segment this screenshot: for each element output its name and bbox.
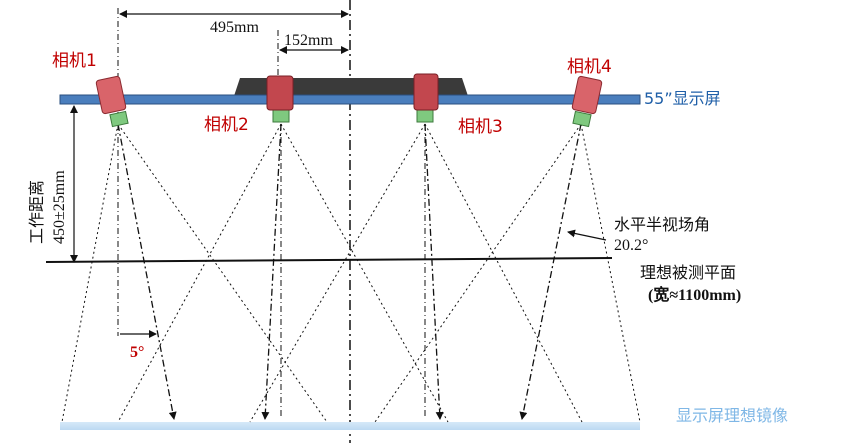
working-distance-value: 450±25mm (51, 170, 68, 244)
camera-3 (413, 73, 439, 123)
display-label: 55”显示屏 (644, 89, 721, 108)
dimension-495-label: 495mm (210, 19, 259, 36)
optical-axes (117, 123, 582, 420)
display-bar (59, 94, 641, 105)
dimension-152: 152mm (277, 30, 349, 80)
camera-4-label: 相机4 (567, 57, 612, 77)
camera-vertical-axes (117, 124, 426, 418)
fov-title-label: 水平半视场角 (614, 215, 710, 234)
plane-width-label: (宽≈1100mm) (648, 285, 741, 304)
mirror-surface (60, 422, 640, 430)
dimension-152-label: 152mm (284, 32, 333, 49)
fov-angle-indicator (567, 229, 607, 241)
camera-1-label: 相机1 (52, 51, 97, 71)
camera-3-label: 相机3 (458, 117, 503, 137)
ideal-plane-line (45, 257, 613, 263)
camera-2-label: 相机2 (204, 115, 249, 135)
camera-2 (266, 75, 294, 123)
fov-lines (61, 123, 641, 423)
angle-5-indicator: 5° (120, 330, 157, 361)
angle-5-label: 5° (130, 344, 144, 361)
plane-title-label: 理想被测平面 (640, 263, 736, 282)
working-distance-title: 工作距离 (27, 180, 46, 244)
working-distance-dimension: 工作距离 450±25mm (27, 105, 78, 263)
camera-4 (571, 75, 603, 128)
camera-1 (95, 75, 129, 128)
fov-value-label: 20.2° (614, 237, 648, 254)
mirror-label: 显示屏理想镜像 (676, 406, 788, 425)
